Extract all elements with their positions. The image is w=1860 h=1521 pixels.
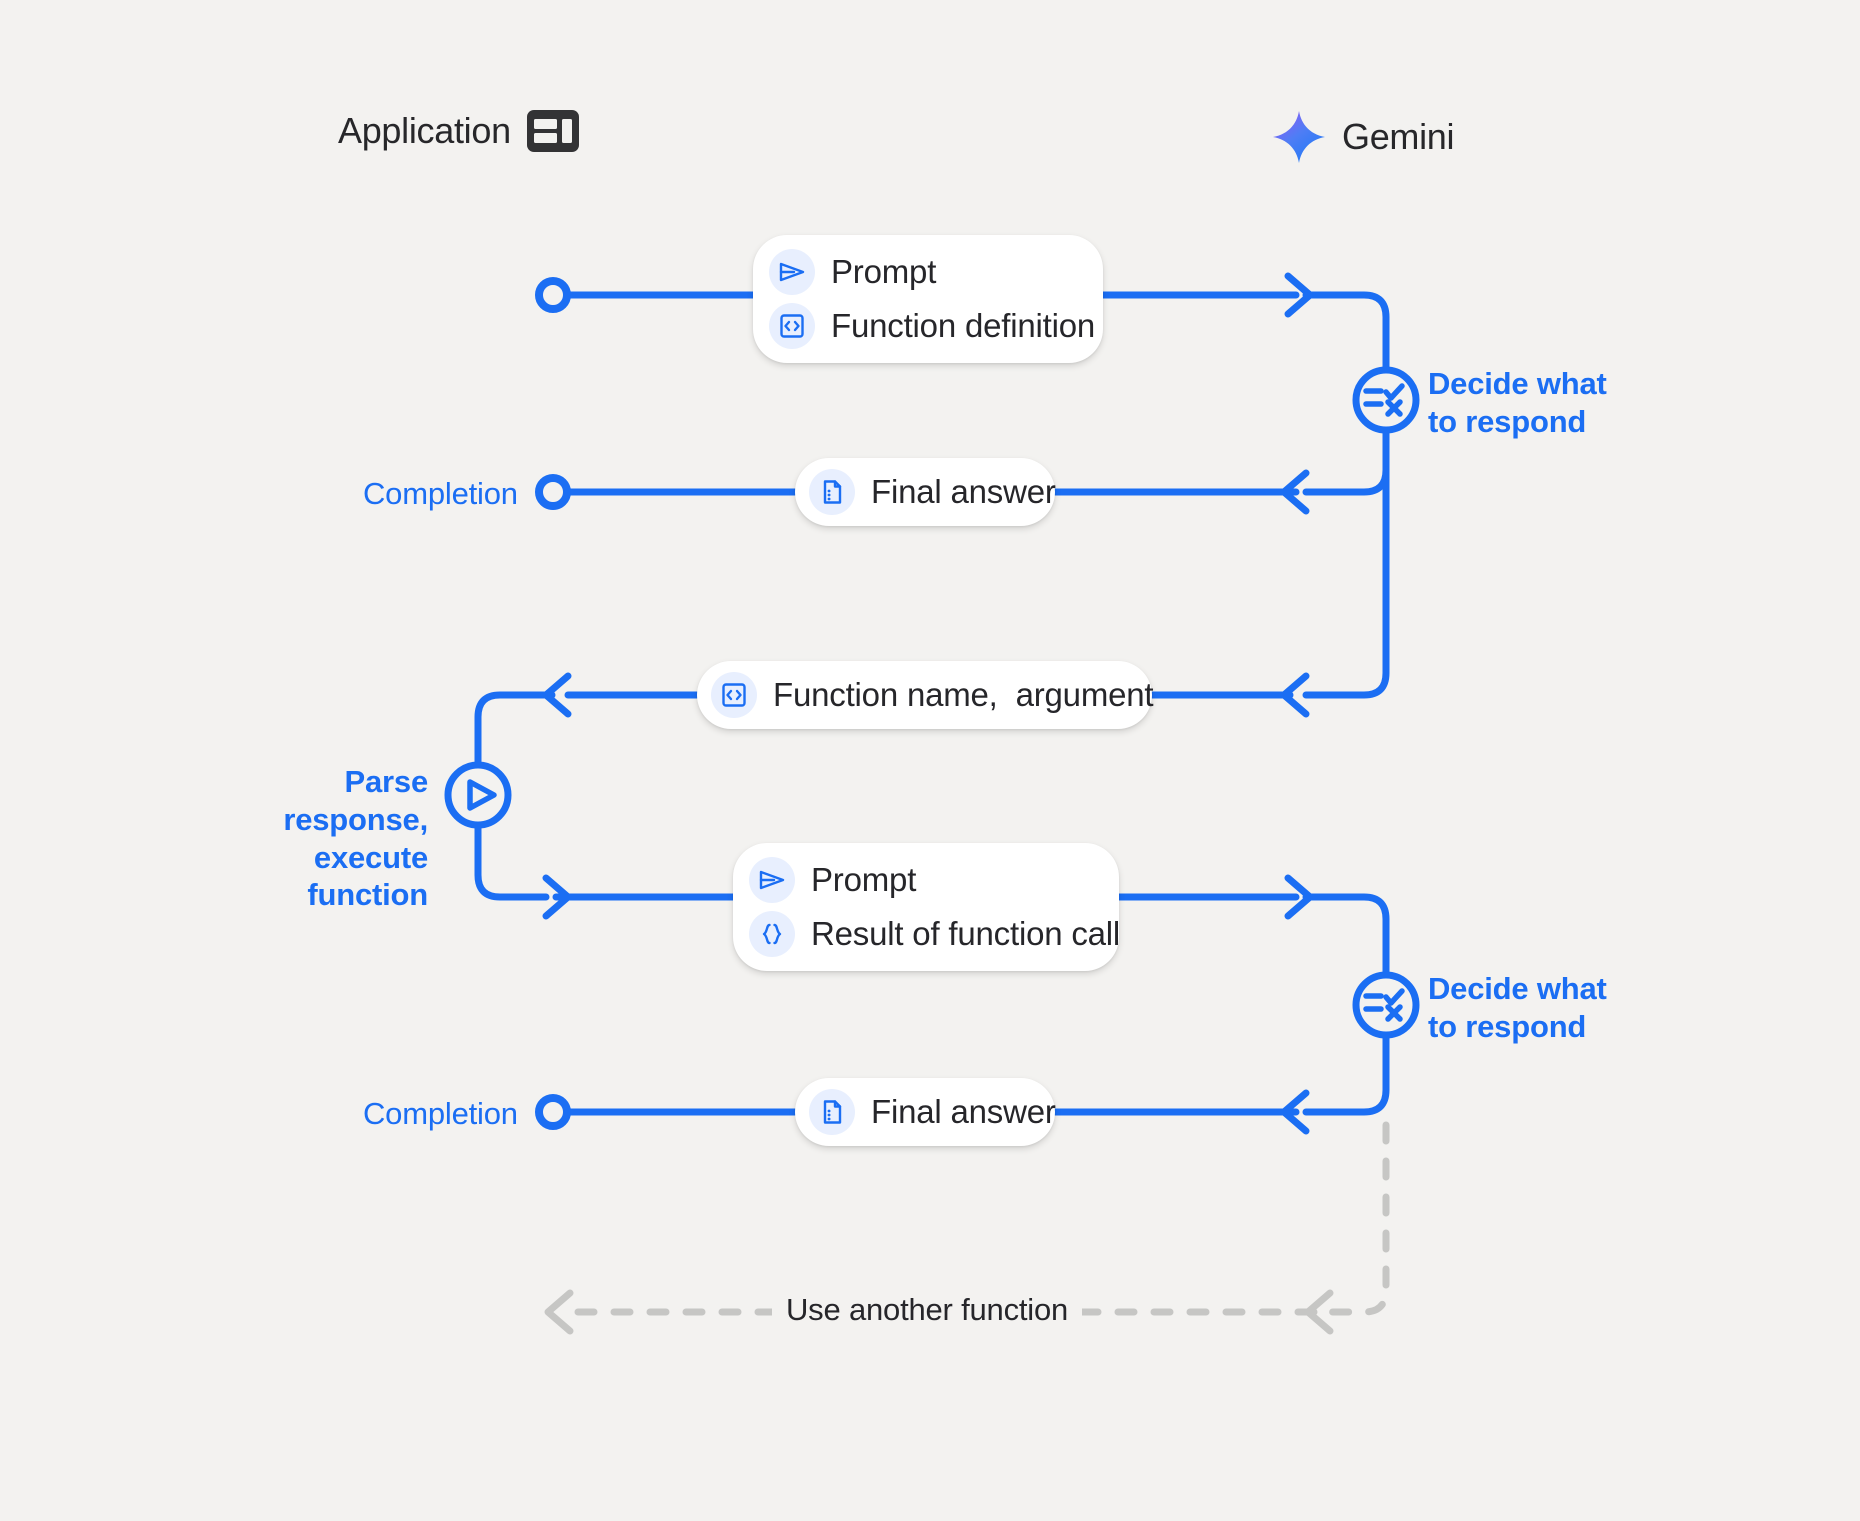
code-brackets-icon	[769, 303, 815, 349]
code-brackets-icon	[711, 672, 757, 718]
card-row-label: Prompt	[811, 860, 917, 898]
curly-braces-icon	[749, 911, 795, 957]
message-card-response-2[interactable]: Final answer	[795, 1078, 1056, 1146]
message-card-request-1[interactable]: Prompt Function definition	[753, 235, 1103, 363]
gemini-sparkle-icon	[1272, 110, 1326, 164]
lane-header-application: Application	[338, 110, 579, 152]
card-row-label: Final answer	[871, 472, 1056, 510]
node-label-parse-execute: Parse response, execute function	[283, 764, 428, 913]
loop-wire-vertical	[1326, 1121, 1390, 1316]
wire-gemini-bus-1	[1302, 291, 1390, 378]
parse-node-circle	[444, 761, 512, 829]
send-icon	[769, 249, 815, 295]
card-row: Result of function call	[749, 911, 1120, 957]
card-row-label: Function name, argument	[773, 675, 1154, 713]
card-row-label: Final answer	[871, 1092, 1056, 1130]
lane-label-gemini: Gemini	[1342, 116, 1455, 157]
app-window-icon	[526, 110, 579, 152]
decide-node-2-circle	[1352, 971, 1420, 1039]
node-label-decide-2: Decide what to respond	[1428, 971, 1607, 1044]
decide-node-1-circle	[1352, 366, 1420, 434]
card-row: Final answer	[809, 1089, 1056, 1135]
endpoint-start	[535, 277, 571, 313]
message-card-request-2[interactable]: Prompt Result of function call	[733, 843, 1120, 971]
wire-app-bus-1	[474, 691, 556, 771]
message-card-function-call[interactable]: Function name, argument	[697, 661, 1154, 729]
document-icon	[809, 469, 855, 515]
card-row: Function definition	[769, 303, 1095, 349]
document-icon	[809, 1089, 855, 1135]
card-row: Function name, argument	[711, 672, 1154, 718]
card-row: Prompt	[769, 249, 1073, 295]
checklist-decide-icon-1	[1363, 383, 1405, 417]
endpoint-label-completion-2: Completion	[363, 1096, 518, 1131]
wire-response-1-branch	[1302, 466, 1390, 496]
loop-arrowhead-application	[544, 1289, 574, 1335]
card-row-label: Prompt	[831, 252, 937, 290]
card-row-label: Function definition	[831, 306, 1096, 344]
loop-label-use-another-function: Use another function	[772, 1292, 1083, 1328]
lane-label-application: Application	[338, 110, 511, 151]
checklist-decide-icon-2	[1363, 988, 1405, 1022]
wire-response-2-branch	[1302, 1031, 1390, 1116]
card-row: Prompt	[749, 857, 1089, 903]
wire-gemini-bus-2	[1302, 426, 1390, 699]
card-row-label: Result of function call	[811, 914, 1121, 952]
lane-header-gemini: Gemini	[1272, 110, 1455, 164]
node-label-decide-1: Decide what to respond	[1428, 366, 1607, 439]
wire-app-bus-2	[474, 821, 550, 901]
wire-gemini-bus-3	[1302, 893, 1390, 979]
endpoint-completion-2	[535, 1094, 571, 1130]
play-circle-icon	[467, 779, 497, 811]
endpoint-label-completion-1: Completion	[363, 476, 518, 511]
message-card-response-1[interactable]: Final answer	[795, 458, 1056, 526]
endpoint-completion-1	[535, 474, 571, 510]
card-row: Final answer	[809, 469, 1056, 515]
send-icon	[749, 857, 795, 903]
